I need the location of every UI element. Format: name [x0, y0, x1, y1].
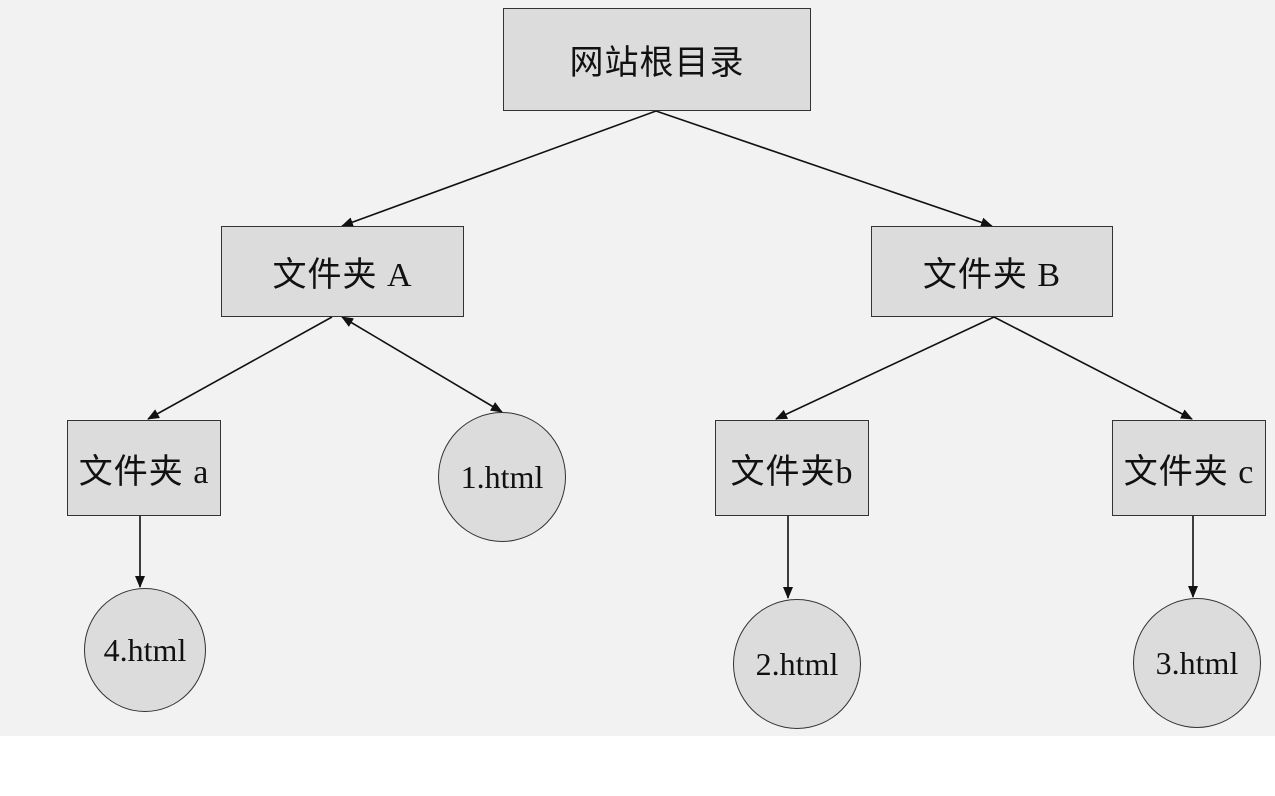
folder-b-lower-node: 文件夹b [715, 420, 869, 516]
file-3-html-node: 3.html [1133, 598, 1261, 728]
edges-layer [135, 110, 1198, 599]
edge-folder-a-upper-folder-a-lower [147, 316, 333, 420]
edge-folder-b-upper-folder-b-lower [775, 316, 995, 420]
folder-c-node: 文件夹 c [1112, 420, 1266, 516]
edge-root-folder-b-upper [655, 110, 993, 228]
edge-root-folder-a-upper [341, 110, 657, 227]
file-4-html-node: 4.html [84, 588, 206, 712]
file-2-html-node: 2.html [733, 599, 861, 729]
file-1-html-node: 1.html [438, 412, 566, 542]
root-directory-node: 网站根目录 [503, 8, 811, 111]
diagram-canvas: 网站根目录 文件夹 A 文件夹 B 文件夹 a 1.html 文件夹b 文件夹 … [0, 0, 1275, 736]
folder-a-upper-node: 文件夹 A [221, 226, 464, 317]
edge-folder-a-upper-file-1 [341, 316, 503, 413]
folder-b-upper-node: 文件夹 B [871, 226, 1113, 317]
folder-a-lower-node: 文件夹 a [67, 420, 221, 516]
edge-folder-b-upper-folder-c [993, 316, 1193, 420]
